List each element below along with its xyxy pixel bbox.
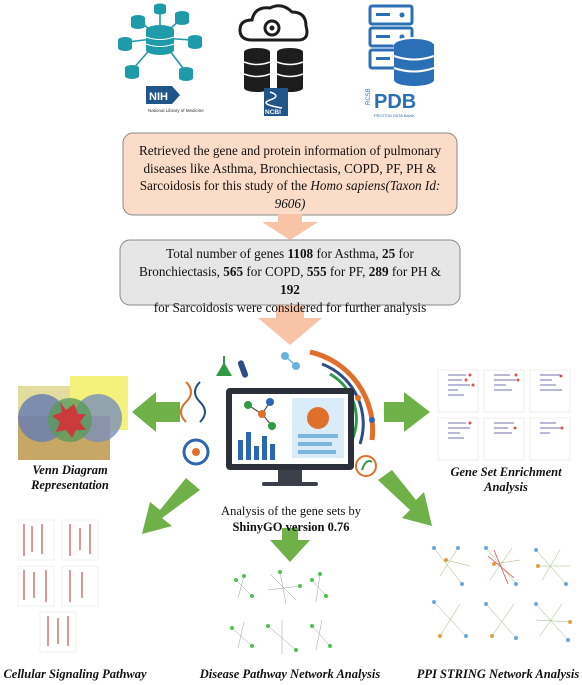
venn-caption-line-2: Representation	[31, 478, 109, 492]
arrow-to-cellular	[142, 478, 200, 534]
analysis-label: Analysis of the gene sets by ShinyGO ver…	[206, 503, 376, 535]
ncbi-logo: NCBI	[264, 88, 288, 116]
gene-count-text: for COPD,	[243, 264, 307, 279]
retrieval-organism: Homo sapiens(Taxon Id: 9606)	[274, 178, 441, 211]
arrow-to-ppi	[378, 470, 432, 526]
venn-caption-line-1: Venn Diagram	[32, 463, 108, 477]
arrow-to-venn	[132, 392, 180, 432]
gene-count-text: for PH &	[388, 264, 441, 279]
ncbi-logo-text: NCBI	[265, 109, 281, 116]
retrieval-line-1: Retrieved the gene and protein informati…	[138, 143, 442, 158]
sarcoidosis-gene-count: 192	[280, 282, 300, 297]
computer-illustration	[180, 349, 377, 486]
down-arrow-2	[258, 305, 322, 345]
pf-gene-count: 555	[306, 264, 327, 279]
venn-caption: Venn Diagram Representation	[10, 463, 130, 493]
analysis-line-1: Analysis of the gene sets by	[221, 504, 361, 518]
arrow-to-gsea	[384, 392, 430, 432]
analysis-tool: ShinyGO version 0.76	[232, 520, 350, 534]
venn-diagram-thumbnail	[18, 376, 128, 460]
gene-count-text: Total number of genes	[166, 246, 288, 261]
gsea-caption-line-2: Analysis	[484, 480, 528, 494]
nih-database-icon	[118, 3, 202, 81]
pdb-logo: RCSB PDB PROTEIN DATA BANK	[366, 88, 416, 118]
cellular-pathway-caption: Cellular Signaling Pathway	[3, 667, 147, 681]
ppi-network-caption: PPI STRING Network Analysis	[416, 667, 580, 681]
pdb-logo-text: PDB	[374, 91, 416, 113]
gene-count-text: for Sarcoidosis were considered for furt…	[153, 300, 427, 315]
copd-gene-count: 565	[223, 264, 244, 279]
disease-network-caption: Disease Pathway Network Analysis	[199, 667, 381, 681]
gene-count-text: Bronchiectasis,	[139, 264, 224, 279]
ph-gene-count: 289	[368, 264, 389, 279]
cellular-pathway-thumbnail	[17, 519, 99, 653]
gene-count-text: for PF,	[326, 264, 369, 279]
gene-count-text: for	[395, 246, 414, 261]
ppi-network-thumbnail	[432, 546, 572, 642]
retrieval-description-box: Retrieved the gene and protein informati…	[123, 133, 457, 215]
green-arrows	[132, 392, 432, 562]
arrow-to-disease	[270, 528, 310, 562]
gene-count-text: for Asthma,	[313, 246, 383, 261]
nih-logo: NIH National Library of Medicine	[146, 86, 204, 113]
down-arrow-1	[262, 214, 318, 240]
gsea-caption: Gene Set Enrichment Analysis	[436, 465, 576, 495]
gsea-caption-line-1: Gene Set Enrichment	[450, 465, 562, 479]
nih-logo-subtext: National Library of Medicine	[148, 108, 204, 113]
nih-logo-text: NIH	[149, 91, 168, 103]
gene-set-enrichment-thumbnail	[437, 369, 571, 461]
pdb-logo-subtext: PROTEIN DATA BANK	[374, 113, 415, 118]
retrieval-line-2: diseases like Asthma, Bronchiectasis, CO…	[143, 160, 437, 176]
asthma-gene-count: 1108	[287, 246, 314, 261]
gene-count-box: Total number of genes 1108 for Asthma, 2…	[120, 240, 460, 315]
pdb-logo-side-text: RCSB	[366, 88, 372, 105]
retrieval-line-3: Sarcoidosis for this study of the	[139, 178, 311, 193]
bronchiectasis-gene-count: 25	[382, 246, 396, 261]
disease-network-thumbnail	[230, 570, 332, 654]
pdb-server-database-icon	[368, 4, 435, 86]
ncbi-cloud-database-icon	[238, 4, 309, 92]
